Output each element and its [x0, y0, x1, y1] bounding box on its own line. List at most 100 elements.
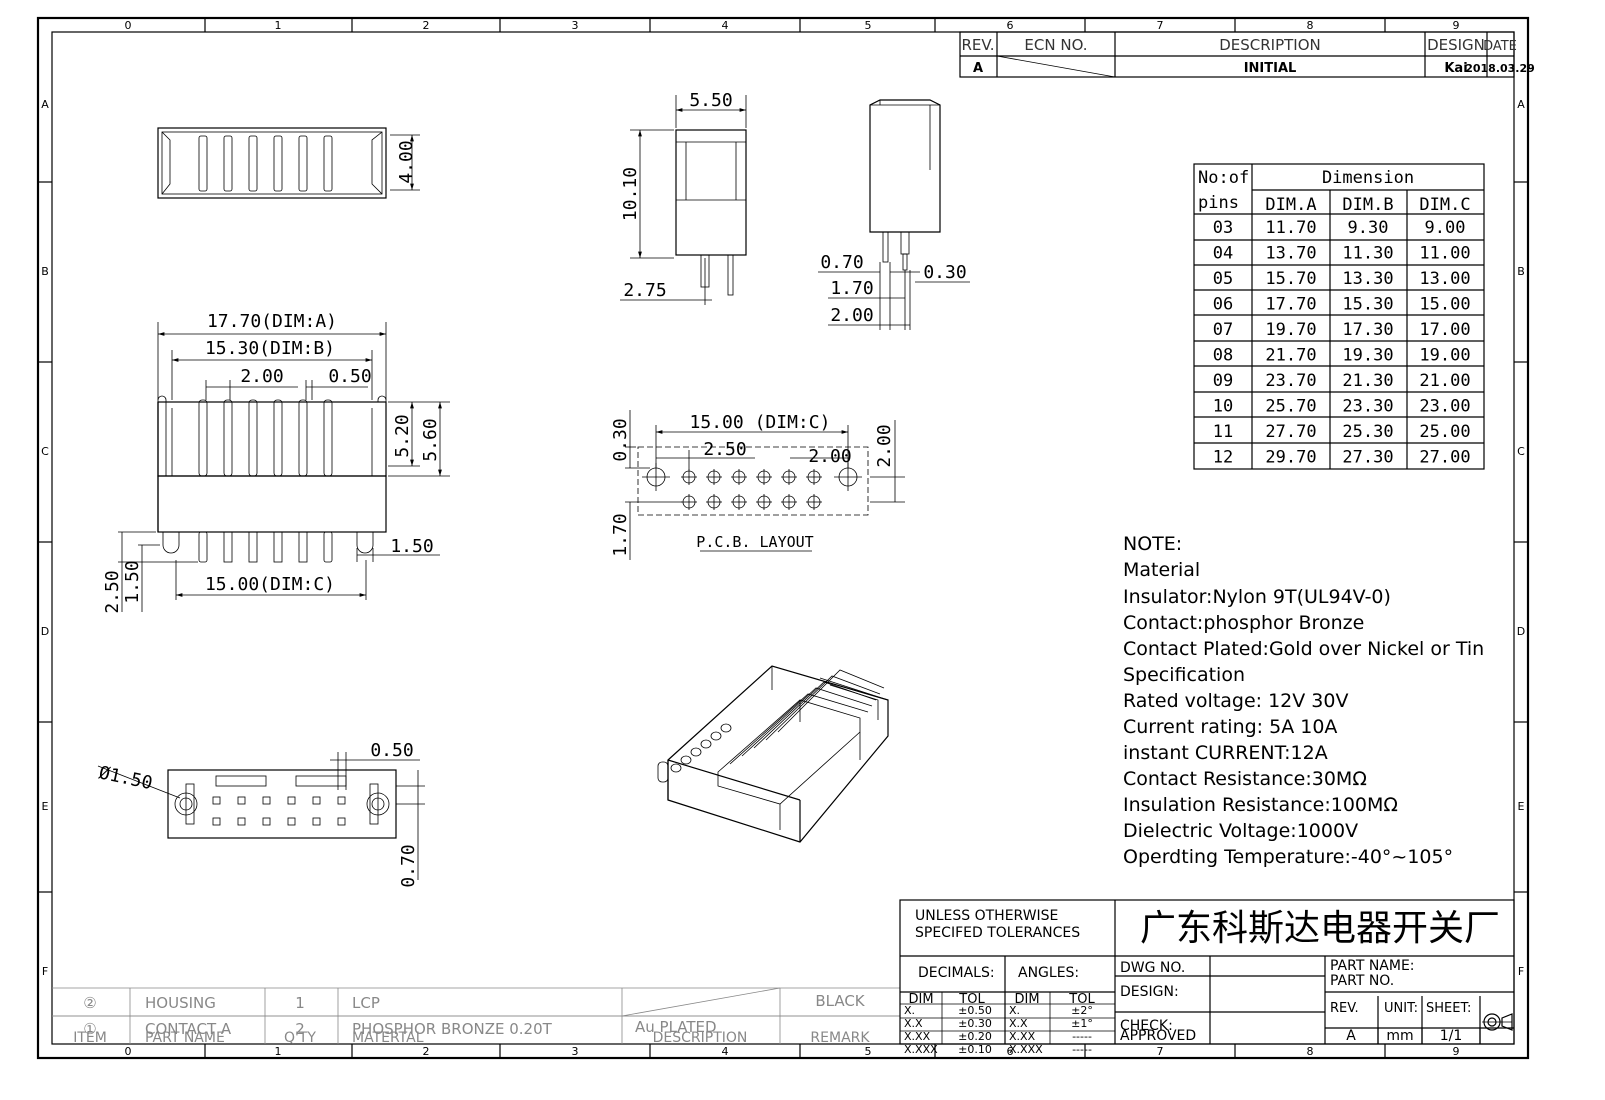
table-cell-pins: 05 [1213, 269, 1233, 289]
table-cell-dim: 25.30 [1342, 422, 1393, 442]
table-cell-pins: 06 [1213, 295, 1233, 315]
col-label: 7 [1157, 19, 1164, 32]
note-line: Material [1123, 559, 1200, 581]
dim-label: 5.60 [420, 418, 441, 461]
note-line: Contact Plated:Gold over Nickel or Tin [1123, 638, 1484, 660]
date-value: 2018.03.29 [1465, 62, 1535, 75]
tolerance-cell: X. [1009, 1004, 1020, 1017]
note-line: Operdting Temperature:-40°~105° [1123, 846, 1453, 868]
dim-label: 0.50 [370, 740, 413, 761]
pcb-layout-title: P.C.B. LAYOUT [696, 533, 813, 551]
rev-header: REV. [962, 36, 995, 54]
row-label: A [41, 98, 49, 111]
approved-and-sheet: ITEM PART NAME Q'TY MATERTAL DESCRIPTION… [73, 1030, 870, 1046]
table-cell-dim: 21.70 [1265, 346, 1316, 366]
col-label: 3 [572, 19, 579, 32]
table-cell-pins: 10 [1213, 397, 1233, 417]
bom-part-name: CONTACT A [145, 1020, 232, 1038]
table-cell-dim: 17.70 [1265, 295, 1316, 315]
top-view: 4.00 [157, 127, 420, 199]
tolerance-note: SPECIFED TOLERANCES [915, 925, 1080, 941]
pcb-pitch-b: 2.00 [808, 446, 851, 467]
tolerance-cell: X.XXX [904, 1043, 938, 1056]
col-label: 7 [1157, 1045, 1164, 1058]
tolerance-cell: ±0.50 [958, 1004, 992, 1017]
sheet-label: SHEET: [1426, 1001, 1471, 1016]
table-cell-pins: 12 [1213, 448, 1233, 468]
bom-qty: 2 [295, 1020, 305, 1038]
row-label: E [1518, 800, 1525, 813]
tolerance-rows: X.±0.50X.X±0.30X.XX±0.20X.XXX±0.10X.±2°X… [904, 1004, 1093, 1056]
note-line: Rated voltage: 12V 30V [1123, 690, 1349, 712]
dwg-no-label: DWG NO. [1120, 960, 1185, 976]
col-label: 6 [1007, 1045, 1014, 1058]
table-cell-dim: 19.70 [1265, 320, 1316, 340]
isometric-view [657, 665, 889, 843]
dim-label: 0.50 [328, 366, 371, 387]
table-cell-dim: 11.70 [1265, 218, 1316, 238]
table-cell-dim: 29.70 [1265, 448, 1316, 468]
drawing-frame: 0 1 2 3 4 5 6 7 8 9 0 1 2 3 4 5 6 7 8 9 … [36, 16, 1530, 1060]
dim-label: 2.00 [830, 305, 873, 326]
note-line: Current rating: 5A 10A [1123, 716, 1337, 738]
note-line: Dielectric Voltage:1000V [1123, 820, 1358, 842]
description-value: INITIAL [1244, 61, 1297, 76]
col-label: 8 [1307, 1045, 1314, 1058]
tol-col-header: TOL [1068, 992, 1095, 1007]
tol-col-header: TOL [958, 992, 985, 1007]
row-label: F [1518, 965, 1524, 978]
col-label: 5 [865, 19, 872, 32]
table-cell-dim: 23.30 [1342, 397, 1393, 417]
bom-header-part-name: PART NAME [145, 1030, 225, 1046]
table-cell-dim: 19.30 [1342, 346, 1393, 366]
projection-symbol-icon [1482, 1013, 1513, 1031]
dim-label: 5.20 [392, 414, 413, 457]
dim-label: Ø1.50 [97, 762, 154, 794]
table-header-dimension: Dimension [1322, 168, 1414, 188]
table-cell-dim: 25.00 [1419, 422, 1470, 442]
design-header: DESIGN [1427, 36, 1485, 54]
pcb-holes [642, 463, 862, 510]
table-header-pins: pins [1198, 193, 1239, 213]
dim-label: 5.50 [689, 90, 732, 111]
bom-description: Au PLATED [635, 1018, 717, 1036]
note-line: Insulator:Nylon 9T(UL94V-0) [1123, 586, 1391, 608]
approved-label: APPROVED [1120, 1028, 1196, 1044]
table-cell-dim: 27.30 [1342, 448, 1393, 468]
bom-material: LCP [352, 994, 380, 1012]
dim-label: 10.10 [620, 167, 641, 221]
table-cell-dim: 13.70 [1265, 244, 1316, 264]
table-cell-dim: 13.00 [1419, 269, 1470, 289]
table-cell-dim: 11.30 [1342, 244, 1393, 264]
note-line: Insulation Resistance:100MΩ [1123, 794, 1398, 816]
table-cell-pins: 07 [1213, 320, 1233, 340]
bottom-view: Ø1.50 0.50 0.70 [97, 740, 425, 888]
bom-header-qty: Q'TY [284, 1030, 316, 1046]
table-cell-dim: 21.00 [1419, 371, 1470, 391]
table-cell-dim: 15.00 [1419, 295, 1470, 315]
pcb-top-offset: 0.30 [610, 418, 631, 461]
col-label: 0 [125, 1045, 132, 1058]
col-label: 0 [125, 19, 132, 32]
dim-label: 15.00(DIM:C) [205, 574, 335, 595]
angles-label: ANGLES: [1018, 965, 1079, 981]
col-label: 3 [572, 1045, 579, 1058]
bom-header-item: ITEM [73, 1030, 107, 1046]
date-header: DATE [1483, 39, 1517, 54]
col-label: 6 [1007, 19, 1014, 32]
table-cell-dim: 11.00 [1419, 244, 1470, 264]
bom-item: ① [83, 1020, 96, 1038]
table-cell-dim: 23.00 [1419, 397, 1470, 417]
row-label: C [1517, 445, 1525, 458]
table-cell-pins: 09 [1213, 371, 1233, 391]
check-label: CHECK: [1120, 1018, 1173, 1034]
note-line: instant CURRENT:12A [1123, 742, 1328, 764]
tolerance-cell: ±0.20 [958, 1030, 992, 1043]
bom-header-description: DESCRIPTION [653, 1030, 748, 1046]
col-label: 1 [275, 19, 282, 32]
decimals-label: DECIMALS: [918, 965, 995, 981]
table-cell-dim: 15.30 [1342, 295, 1393, 315]
table-cell-dim: 13.30 [1342, 269, 1393, 289]
col-label: 4 [722, 19, 729, 32]
